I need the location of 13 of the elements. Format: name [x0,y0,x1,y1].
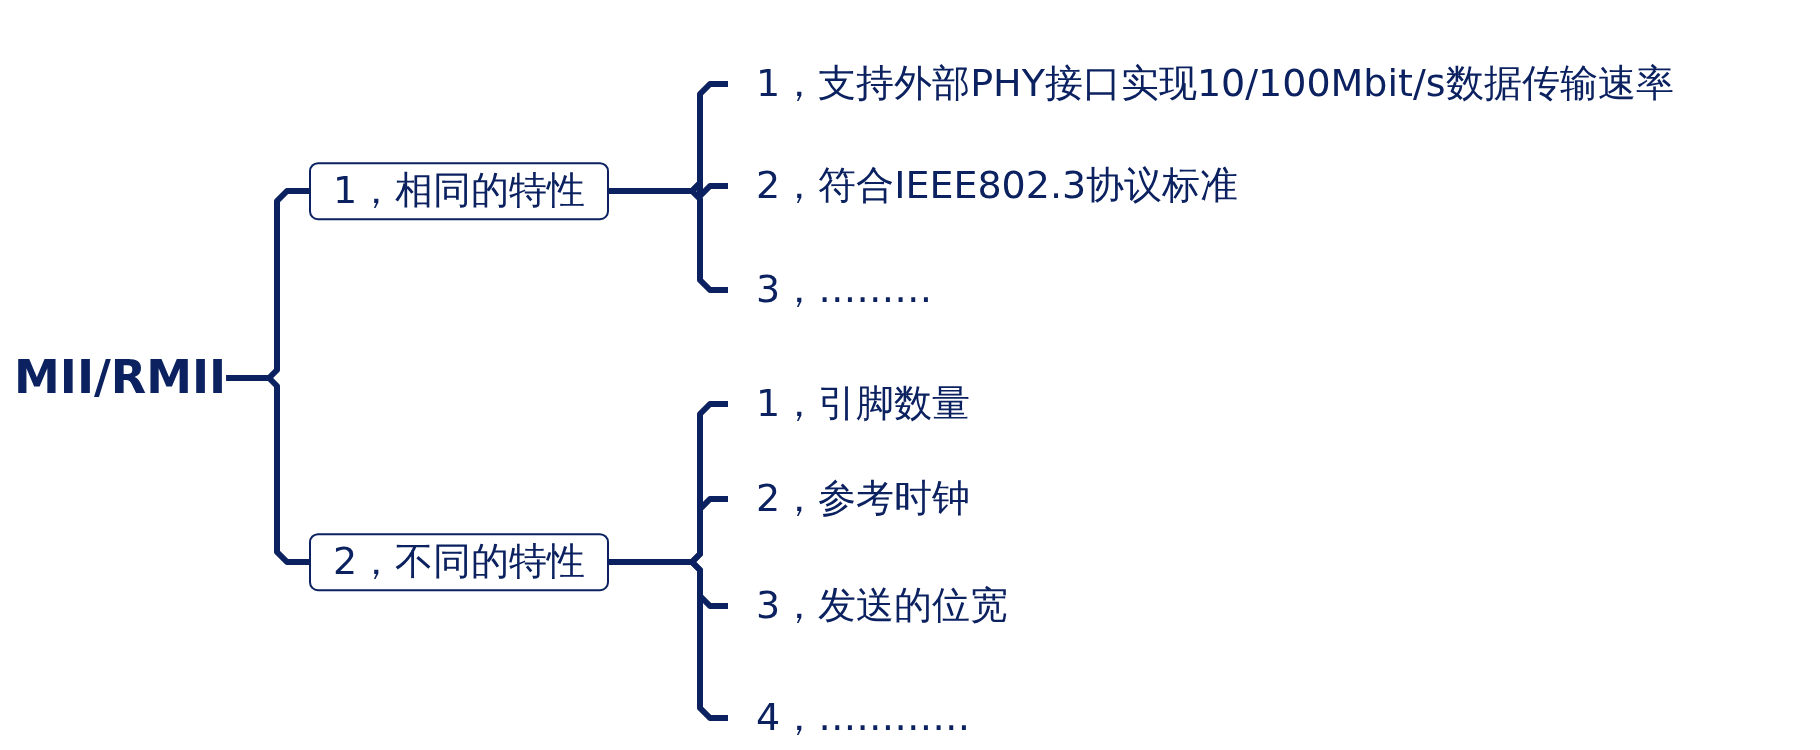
root-topic-text: MII/RMII [14,350,227,406]
list-item-text: 4，………… [728,695,971,741]
list-item-text: 2，参考时钟 [728,476,971,522]
bracket-connector [609,559,728,721]
list-item-text: 1，引脚数量 [728,381,971,427]
bracket-connector [609,188,728,293]
branch-topic-box: 1，相同的特性 [309,162,610,220]
branch-topic-box: 2，不同的特性 [309,533,610,591]
list-item-text: 3，……… [728,267,933,313]
list-item-text: 3，发送的位宽 [728,583,1009,629]
bracket-connector [226,375,309,565]
list-item-text: 2，符合IEEE802.3协议标准 [728,163,1239,209]
list-item-text: 1，支持外部PHY接口实现10/100Mbit/s数据传输速率 [728,61,1674,107]
